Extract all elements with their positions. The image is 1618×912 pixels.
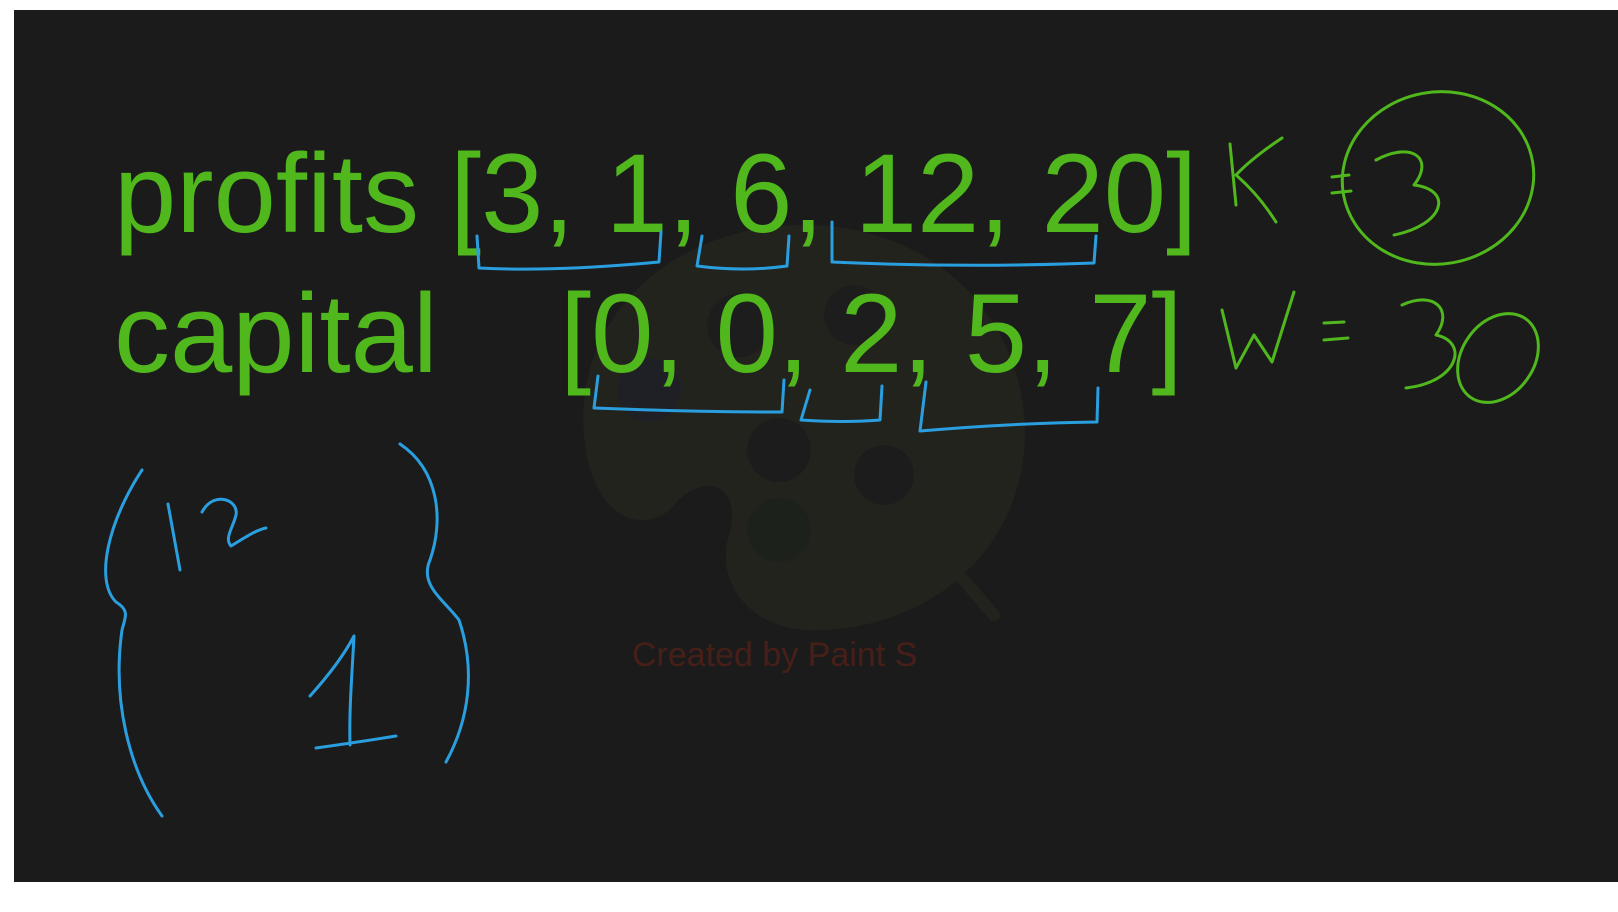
hand-k-value (1374, 150, 1441, 237)
capital-label: capital (114, 271, 438, 396)
profits-array: [3, 1, 6, 12, 20] (450, 131, 1198, 256)
hand-k (1228, 136, 1284, 224)
right-brace (398, 442, 470, 764)
brace-value-12-one (166, 502, 182, 572)
brace-value-12-two (200, 497, 268, 548)
hand-k-equals (1330, 173, 1353, 195)
hand-w-equals (1322, 320, 1350, 342)
watermark-caption: Created by Paint S (632, 636, 918, 674)
hand-w-3 (1400, 298, 1457, 390)
k-circle (1340, 90, 1536, 266)
brace-value-1 (308, 634, 356, 747)
left-brace (104, 468, 164, 818)
hand-w-0 (1456, 312, 1540, 404)
hand-w (1220, 290, 1296, 370)
capital-array: [0, 0, 2, 5, 7] (560, 271, 1183, 396)
brace-value-1-base (314, 734, 398, 750)
whiteboard-canvas[interactable]: Created by Paint S profits [3, 1, 6, 12,… (14, 10, 1618, 882)
paint-palette-icon (583, 225, 1025, 631)
profits-label: profits (114, 131, 419, 256)
